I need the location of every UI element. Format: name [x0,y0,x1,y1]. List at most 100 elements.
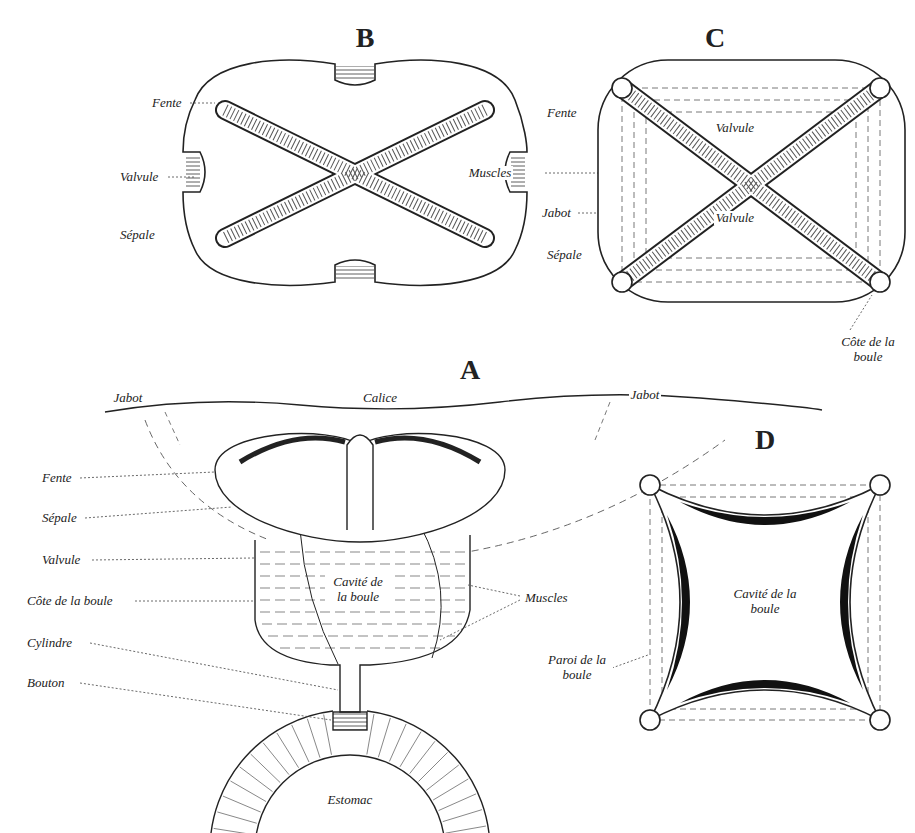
flower-section-a-part [165,412,180,445]
part-label: Cylindre [25,636,74,651]
part-label: Jabot [540,206,573,221]
flower-section-a-part-part [307,719,320,758]
leader-line [612,655,648,668]
flower-section-d [640,475,890,730]
flower-section-a-part [255,535,470,712]
flower-section-d-part-part [660,709,870,710]
flower-section-c-part [622,88,880,282]
flower-section-a-part [375,438,480,462]
flower-section-b-part [336,66,374,79]
flower-section-a-part-part [277,733,299,768]
part-label: Valvule [714,121,756,136]
part-label: Muscles [523,591,570,606]
flower-section-d-part-part [870,475,890,495]
flower-section-a-part-part [263,743,289,775]
part-label: Jabot [112,391,145,406]
flower-section-a-part-part [262,624,462,625]
flower-section-d-part [640,475,890,730]
flower-section-c-part [622,88,880,282]
flower-section-a-part [255,755,445,833]
panel-letter: A [458,354,482,386]
leader-line-part [578,213,596,214]
flower-section-b-part-part [225,110,485,238]
leader-line-part [92,558,254,560]
flower-section-a-part-part [426,765,458,790]
part-label: Valvule [714,211,756,226]
flower-section-c-part-part [622,88,880,282]
flower-section-a-part-part [389,724,406,761]
flower-section-a-part-part [260,612,465,613]
flower-section-c-part-part [870,272,890,292]
leader-line-part [440,600,520,640]
part-label: Sépale [118,228,157,243]
flower-section-d-part-part [840,515,863,690]
flower-section-b-part-part [225,110,485,238]
flower-section-b-part-part [225,110,485,238]
flower-section-a-part-part [378,718,390,757]
part-label: Sépale [545,248,584,263]
flower-section-b-part-part [225,110,485,238]
flower-section-a-part-part [443,810,482,822]
flower-section-a-part-part [292,725,309,762]
leader-line-part [85,507,232,518]
flower-section-a-part [240,438,345,462]
flower-section-a-part-part [433,779,468,800]
flower-section-a-part-part [400,732,421,767]
part-label: Bouton [25,676,67,691]
flower-section-c-part [598,60,905,302]
flower-section-d-part-part [680,502,850,525]
part-label: Côte de la boule [25,594,115,609]
flower-section-c-part-part [612,78,632,98]
part-label: Muscles [467,166,514,181]
flower-section-a-part-part [230,781,266,802]
flower-section-a-part [215,434,505,542]
leader-line [850,295,872,330]
flower-section-d-part-part [660,497,870,498]
flower-section-a-part [367,711,490,833]
part-label: Cavité de la boule [325,575,391,605]
flower-section-a-part [595,402,610,440]
panel-letter: C [703,22,727,54]
flower-section-d-part [650,485,880,720]
leader-line-part [90,643,338,690]
leader-line-part [80,683,331,720]
flower-section-d-part [650,485,880,720]
flower-section-a-part [105,395,822,412]
part-label: Cavité de la boule [727,587,803,617]
flower-section-d-part-part [868,497,869,709]
flower-section-a-part-part [214,828,254,833]
leader-line-part [468,585,520,596]
flower-section-a-part-part [260,564,465,565]
flower-section-c-part-part [622,88,880,282]
flower-section-a-part-part [280,648,440,649]
leader-line [168,103,598,213]
flower-section-a-part-part [446,826,486,833]
flower-section-c-part-part [622,88,880,282]
flower-section-b [183,60,527,285]
flower-section-a-part-part [223,796,261,812]
flower-section-a-part-part [268,636,455,637]
flower-section-d-part-part [870,710,890,730]
flower-section-a-part [210,711,333,833]
flower-section-a-part [333,712,367,730]
part-label: Fente [40,471,74,486]
flower-section-a-part [420,525,441,658]
part-label: Fente [545,106,579,121]
flower-section-c-part [612,78,890,292]
flower-section-a-part-part [260,552,465,553]
flower-section-b-part-part [225,110,485,238]
leader-line-part [168,177,196,178]
part-label: Estomac [326,793,375,808]
flower-section-d-part-part [662,497,663,709]
flower-section-d-part-part [640,710,660,730]
flower-section-c-part-part [870,78,890,98]
flower-section-c-part-part [612,272,632,292]
leader-line-part [80,472,215,478]
flower-section-c [598,60,905,302]
part-label: Valvule [118,170,160,185]
part-label: Côte de la boule [831,335,905,365]
flower-section-a-part [347,435,373,530]
